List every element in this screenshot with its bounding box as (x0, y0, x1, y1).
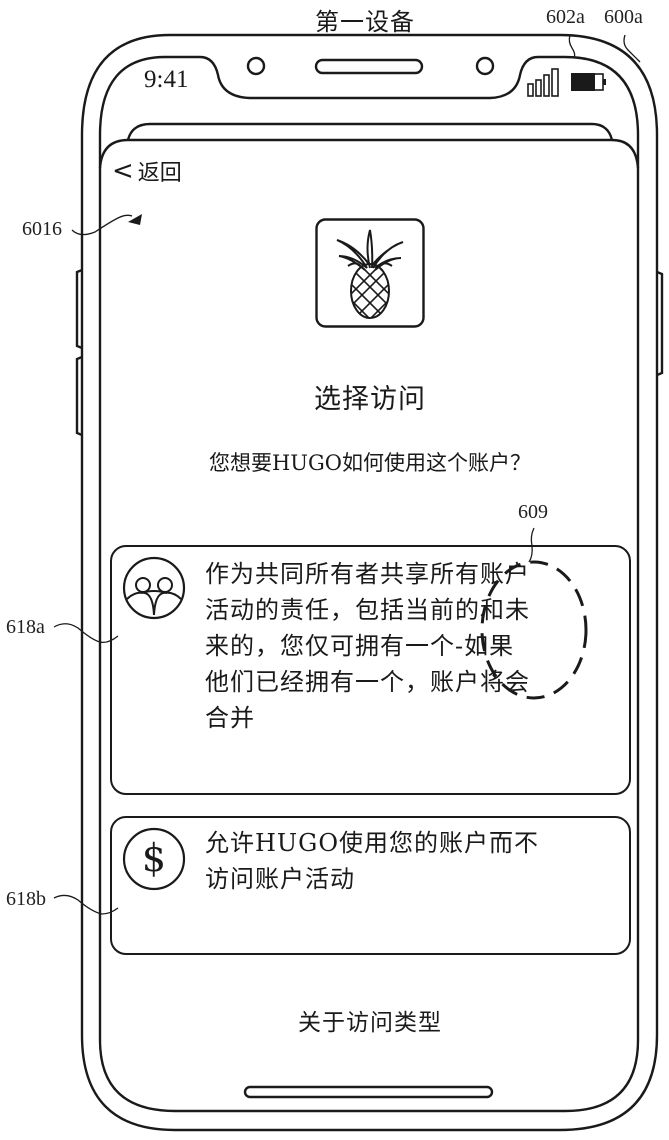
option-b-description: 允许HUGO使用您的账户而不 访问账户活动 (205, 825, 539, 897)
ref-label-option-a: 618a (6, 616, 45, 638)
status-time: 9:41 (144, 66, 189, 93)
dollar-glyph: $ (141, 836, 167, 880)
option-a-line: 合并 (205, 704, 255, 732)
option-a-line: 活动的责任，包括当前的和未 (205, 596, 530, 624)
option-b-line: 允许HUGO使用您的账户而不 (205, 829, 540, 857)
pineapple-icon (315, 218, 425, 328)
dollar-icon (122, 827, 186, 891)
option-card-limited-access[interactable]: $ 允许HUGO使用您的账户而不 访问账户活动 (110, 816, 631, 955)
about-access-types-link[interactable]: 关于访问类型 (298, 1010, 442, 1036)
ref-label-touch: 609 (518, 501, 548, 523)
people-group-icon (122, 556, 186, 620)
option-card-co-owner[interactable]: 作为共同所有者共享所有账户 活动的责任，包括当前的和未 来的，您仅可拥有一个-如… (110, 545, 631, 795)
option-a-line: 来的，您仅可拥有一个-如果 (205, 632, 515, 660)
app-icon (315, 218, 425, 328)
chevron-left-icon: < (112, 156, 134, 186)
option-a-description: 作为共同所有者共享所有账户 活动的责任，包括当前的和未 来的，您仅可拥有一个-如… (205, 556, 530, 736)
ref-label-screen: 6016 (22, 218, 62, 240)
ref-label-device: 600a (604, 6, 643, 28)
page-subtitle: 您想要HUGO如何使用这个账户？ (208, 451, 531, 475)
ref-label-option-b: 618b (6, 888, 46, 910)
option-a-line: 他们已经拥有一个，账户将会 (205, 668, 530, 696)
page-title: 选择访问 (314, 384, 426, 415)
figure-title: 第一设备 (315, 8, 415, 36)
back-button[interactable]: < 返回 (112, 155, 182, 187)
back-label: 返回 (137, 161, 182, 186)
option-b-line: 访问账户活动 (205, 865, 355, 893)
option-a-line: 作为共同所有者共享所有账户 (205, 560, 530, 588)
ref-label-display: 602a (546, 6, 585, 28)
